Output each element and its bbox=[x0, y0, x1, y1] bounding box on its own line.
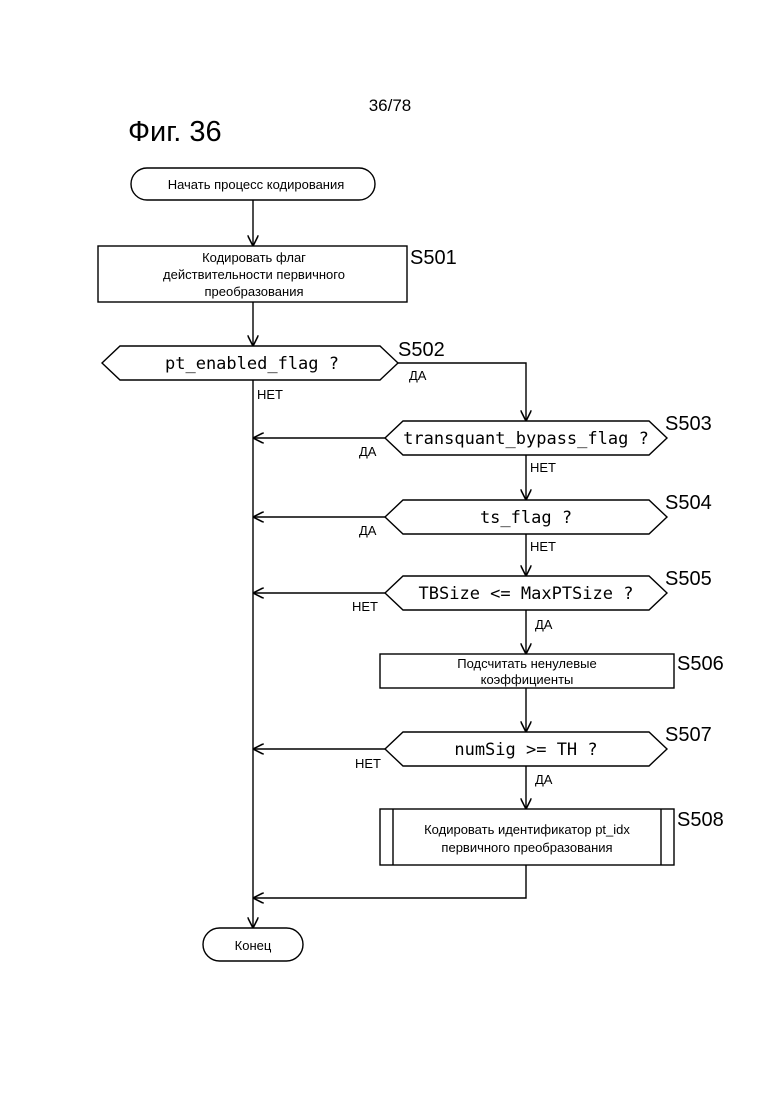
s505-label: TBSize <= MaxPTSize ? bbox=[419, 584, 634, 604]
start-label: Начать процесс кодирования bbox=[168, 177, 345, 192]
s508-label-line2: первичного преобразования bbox=[441, 840, 612, 855]
s508-box bbox=[380, 809, 674, 865]
s505-no-label: НЕТ bbox=[352, 599, 378, 614]
end-label: Конец bbox=[235, 938, 272, 953]
s501-step-label: S501 bbox=[410, 247, 457, 269]
s501-label-line2: действительности первичного bbox=[163, 267, 345, 282]
s508-label-line1: Кодировать идентификатор pt_idx bbox=[424, 822, 630, 837]
page-number: 36/78 bbox=[369, 96, 412, 115]
s501-label-line3: преобразования bbox=[204, 284, 303, 299]
s507-step-label: S507 bbox=[665, 724, 712, 746]
s507-yes-label: ДА bbox=[535, 772, 553, 787]
s505-step-label: S505 bbox=[665, 568, 712, 590]
s503-label: transquant_bypass_flag ? bbox=[403, 429, 649, 449]
s501-label-line1: Кодировать флаг bbox=[202, 250, 306, 265]
s503-no-label: НЕТ bbox=[530, 460, 556, 475]
s502-no-label: НЕТ bbox=[257, 387, 283, 402]
s503-yes-label: ДА bbox=[359, 444, 377, 459]
s503-step-label: S503 bbox=[665, 413, 712, 435]
s506-label-line1: Подсчитать ненулевые bbox=[457, 656, 596, 671]
s504-step-label: S504 bbox=[665, 492, 712, 514]
s502-label: pt_enabled_flag ? bbox=[165, 354, 339, 374]
s507-no-label: НЕТ bbox=[355, 756, 381, 771]
s508-step-label: S508 bbox=[677, 809, 724, 831]
s502-step-label: S502 bbox=[398, 339, 445, 361]
s504-yes-label: ДА bbox=[359, 523, 377, 538]
s505-yes-label: ДА bbox=[535, 617, 553, 632]
s504-no-label: НЕТ bbox=[530, 539, 556, 554]
connector-s508-return bbox=[254, 865, 526, 898]
s507-label: numSig >= TH ? bbox=[454, 740, 597, 760]
s506-step-label: S506 bbox=[677, 653, 724, 675]
figure-title: Фиг. 36 bbox=[128, 116, 222, 148]
s502-yes-label: ДА bbox=[409, 368, 427, 383]
s504-label: ts_flag ? bbox=[480, 508, 572, 528]
s506-label-line2: коэффициенты bbox=[481, 672, 574, 687]
